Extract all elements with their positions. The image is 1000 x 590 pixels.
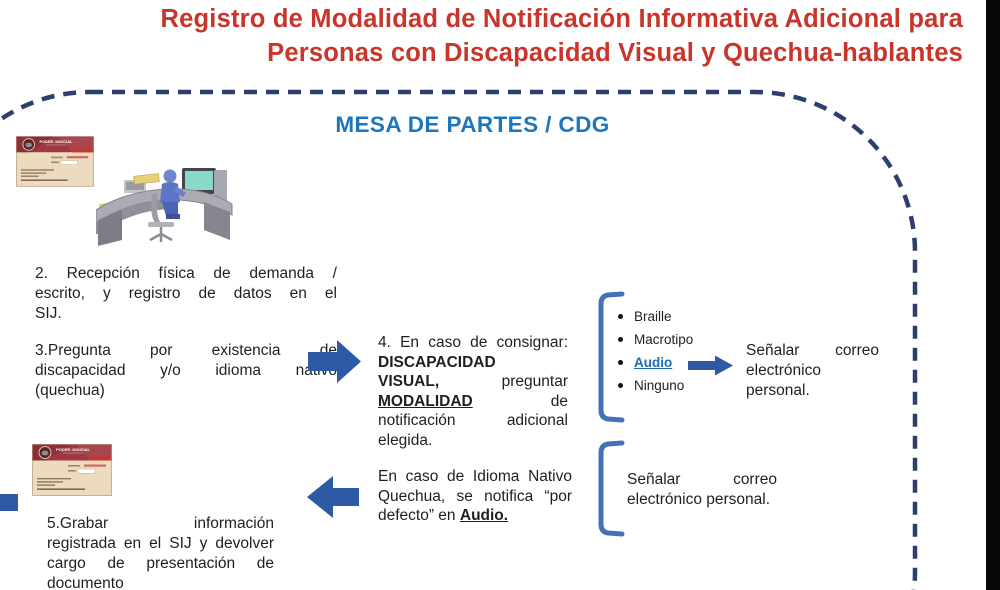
list-item-label: Braille bbox=[634, 309, 672, 324]
list-item-label: Audio bbox=[634, 355, 673, 370]
bullet-icon bbox=[618, 383, 623, 388]
list-item-braille: Braille bbox=[618, 305, 708, 328]
right-arrow-icon bbox=[308, 340, 361, 383]
left-bracket-icon bbox=[598, 440, 625, 537]
step-2-text: 2. Recepción física de demanda /escrito,… bbox=[35, 265, 337, 322]
document-header-label: PODER JUDICIAL bbox=[40, 139, 73, 144]
screen-edge-black-strip bbox=[986, 0, 1000, 590]
section-heading: MESA DE PARTES / CDG bbox=[335, 112, 610, 137]
judicial-document-icon: PODER JUDICIAL bbox=[16, 136, 94, 187]
left-bracket-icon bbox=[598, 291, 625, 423]
list-item-ninguno: Ninguno bbox=[618, 374, 708, 397]
modalities-list: Braille Macrotipo Audio Ninguno bbox=[618, 305, 708, 397]
clerk-workstation-icon bbox=[96, 168, 233, 246]
small-right-arrow-icon bbox=[688, 355, 733, 376]
list-item-label: Ninguno bbox=[634, 378, 685, 393]
page-title: Registro de Modalidad de Notificación In… bbox=[0, 2, 963, 70]
list-item-label: Macrotipo bbox=[634, 332, 694, 347]
document-header-label: PODER JUDICIAL bbox=[56, 447, 90, 452]
page-title-line2: Personas con Discapacidad Visual y Quech… bbox=[267, 39, 963, 67]
bullet-icon bbox=[618, 360, 623, 365]
judicial-document-icon: PODER JUDICIAL bbox=[32, 444, 112, 496]
page-title-line1: Registro de Modalidad de Notificación In… bbox=[160, 5, 963, 33]
list-item-macrotipo: Macrotipo bbox=[618, 328, 708, 351]
step-2-3-text: 2. Recepción física de demanda /escrito,… bbox=[35, 264, 337, 401]
bullet-icon bbox=[618, 314, 623, 319]
bullet-icon bbox=[618, 337, 623, 342]
list-item-audio: Audio bbox=[618, 351, 708, 374]
left-arrow-icon bbox=[307, 476, 359, 518]
arrow-tail-shape bbox=[0, 494, 18, 511]
